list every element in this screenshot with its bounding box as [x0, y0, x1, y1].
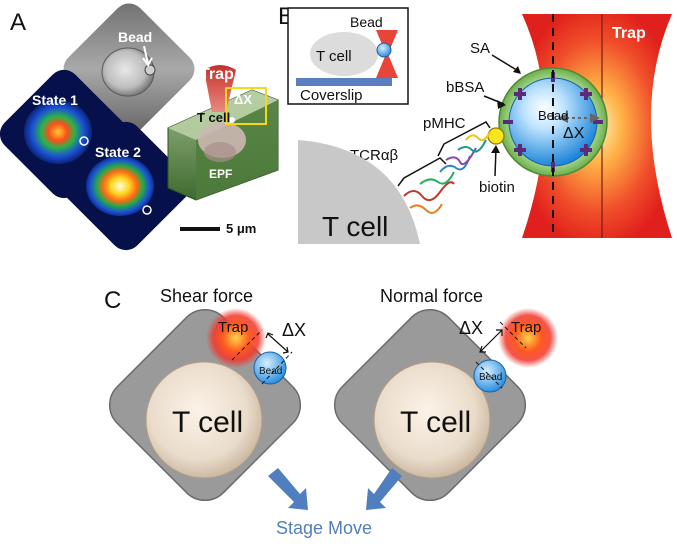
dx-label-shear: ΔX [282, 320, 306, 340]
tcr-bracket [397, 157, 447, 187]
pmhc-bracket [437, 121, 491, 157]
state-2-image-tile [61, 121, 191, 251]
protein-structures [403, 131, 491, 214]
zoom-box [225, 87, 267, 125]
normal-force-title: Normal force [380, 286, 483, 306]
panel-a-label: A [10, 9, 26, 36]
normal-force-diagram [333, 308, 558, 502]
dx-label-b: ΔX [563, 125, 585, 142]
tcell-label-b: T cell [322, 211, 388, 242]
state-1-label: State 1 [32, 92, 78, 108]
panel-c-label: C [104, 287, 121, 314]
dx-label-normal: ΔX [459, 318, 483, 338]
tcell-body-b [298, 140, 420, 244]
bead-arrowhead-a [142, 57, 153, 67]
biotin-dot [487, 127, 505, 145]
pmhc-label: pMHC [423, 115, 466, 132]
bead-label-a: Bead [118, 29, 152, 45]
inset-tcell-label: T cell [316, 48, 352, 65]
sa-arrow [491, 54, 521, 73]
scale-bar [180, 227, 220, 231]
trap-label-normal: Trap [511, 319, 541, 336]
bead-assembly-b [498, 14, 608, 238]
tcell-label-a: T cell [197, 110, 230, 125]
scale-label: 5 μm [226, 221, 256, 236]
dx-label-a: ΔX [234, 92, 252, 107]
bead-label-shear: Bead [259, 366, 282, 377]
bead-label-normal: Bead [479, 372, 502, 383]
epf-label: EPF [209, 167, 232, 181]
stage-move-arrows [268, 468, 402, 510]
bead-arrow-a [143, 45, 149, 65]
sa-label: SA [470, 40, 490, 57]
shear-force-title: Shear force [160, 286, 253, 306]
trap-label-b: Trap [612, 25, 646, 42]
state-2-label: State 2 [95, 144, 141, 160]
inset-bead-label: Bead [350, 14, 383, 30]
bead-label-b: Bead [538, 108, 568, 123]
bbsa-label: bBSA [446, 79, 484, 96]
trap-cone-a [204, 65, 236, 112]
tcell-label-normal: T cell [400, 406, 471, 439]
stage-move-label: Stage Move [276, 518, 372, 538]
biotin-label: biotin [479, 179, 515, 196]
trap-label-a: Trap [200, 66, 234, 83]
trap-label-shear: Trap [218, 319, 248, 336]
coverslip-label: Coverslip [300, 87, 363, 104]
tcell-label-shear: T cell [172, 406, 243, 439]
shear-force-diagram [108, 308, 302, 502]
inset-box [287, 7, 409, 105]
